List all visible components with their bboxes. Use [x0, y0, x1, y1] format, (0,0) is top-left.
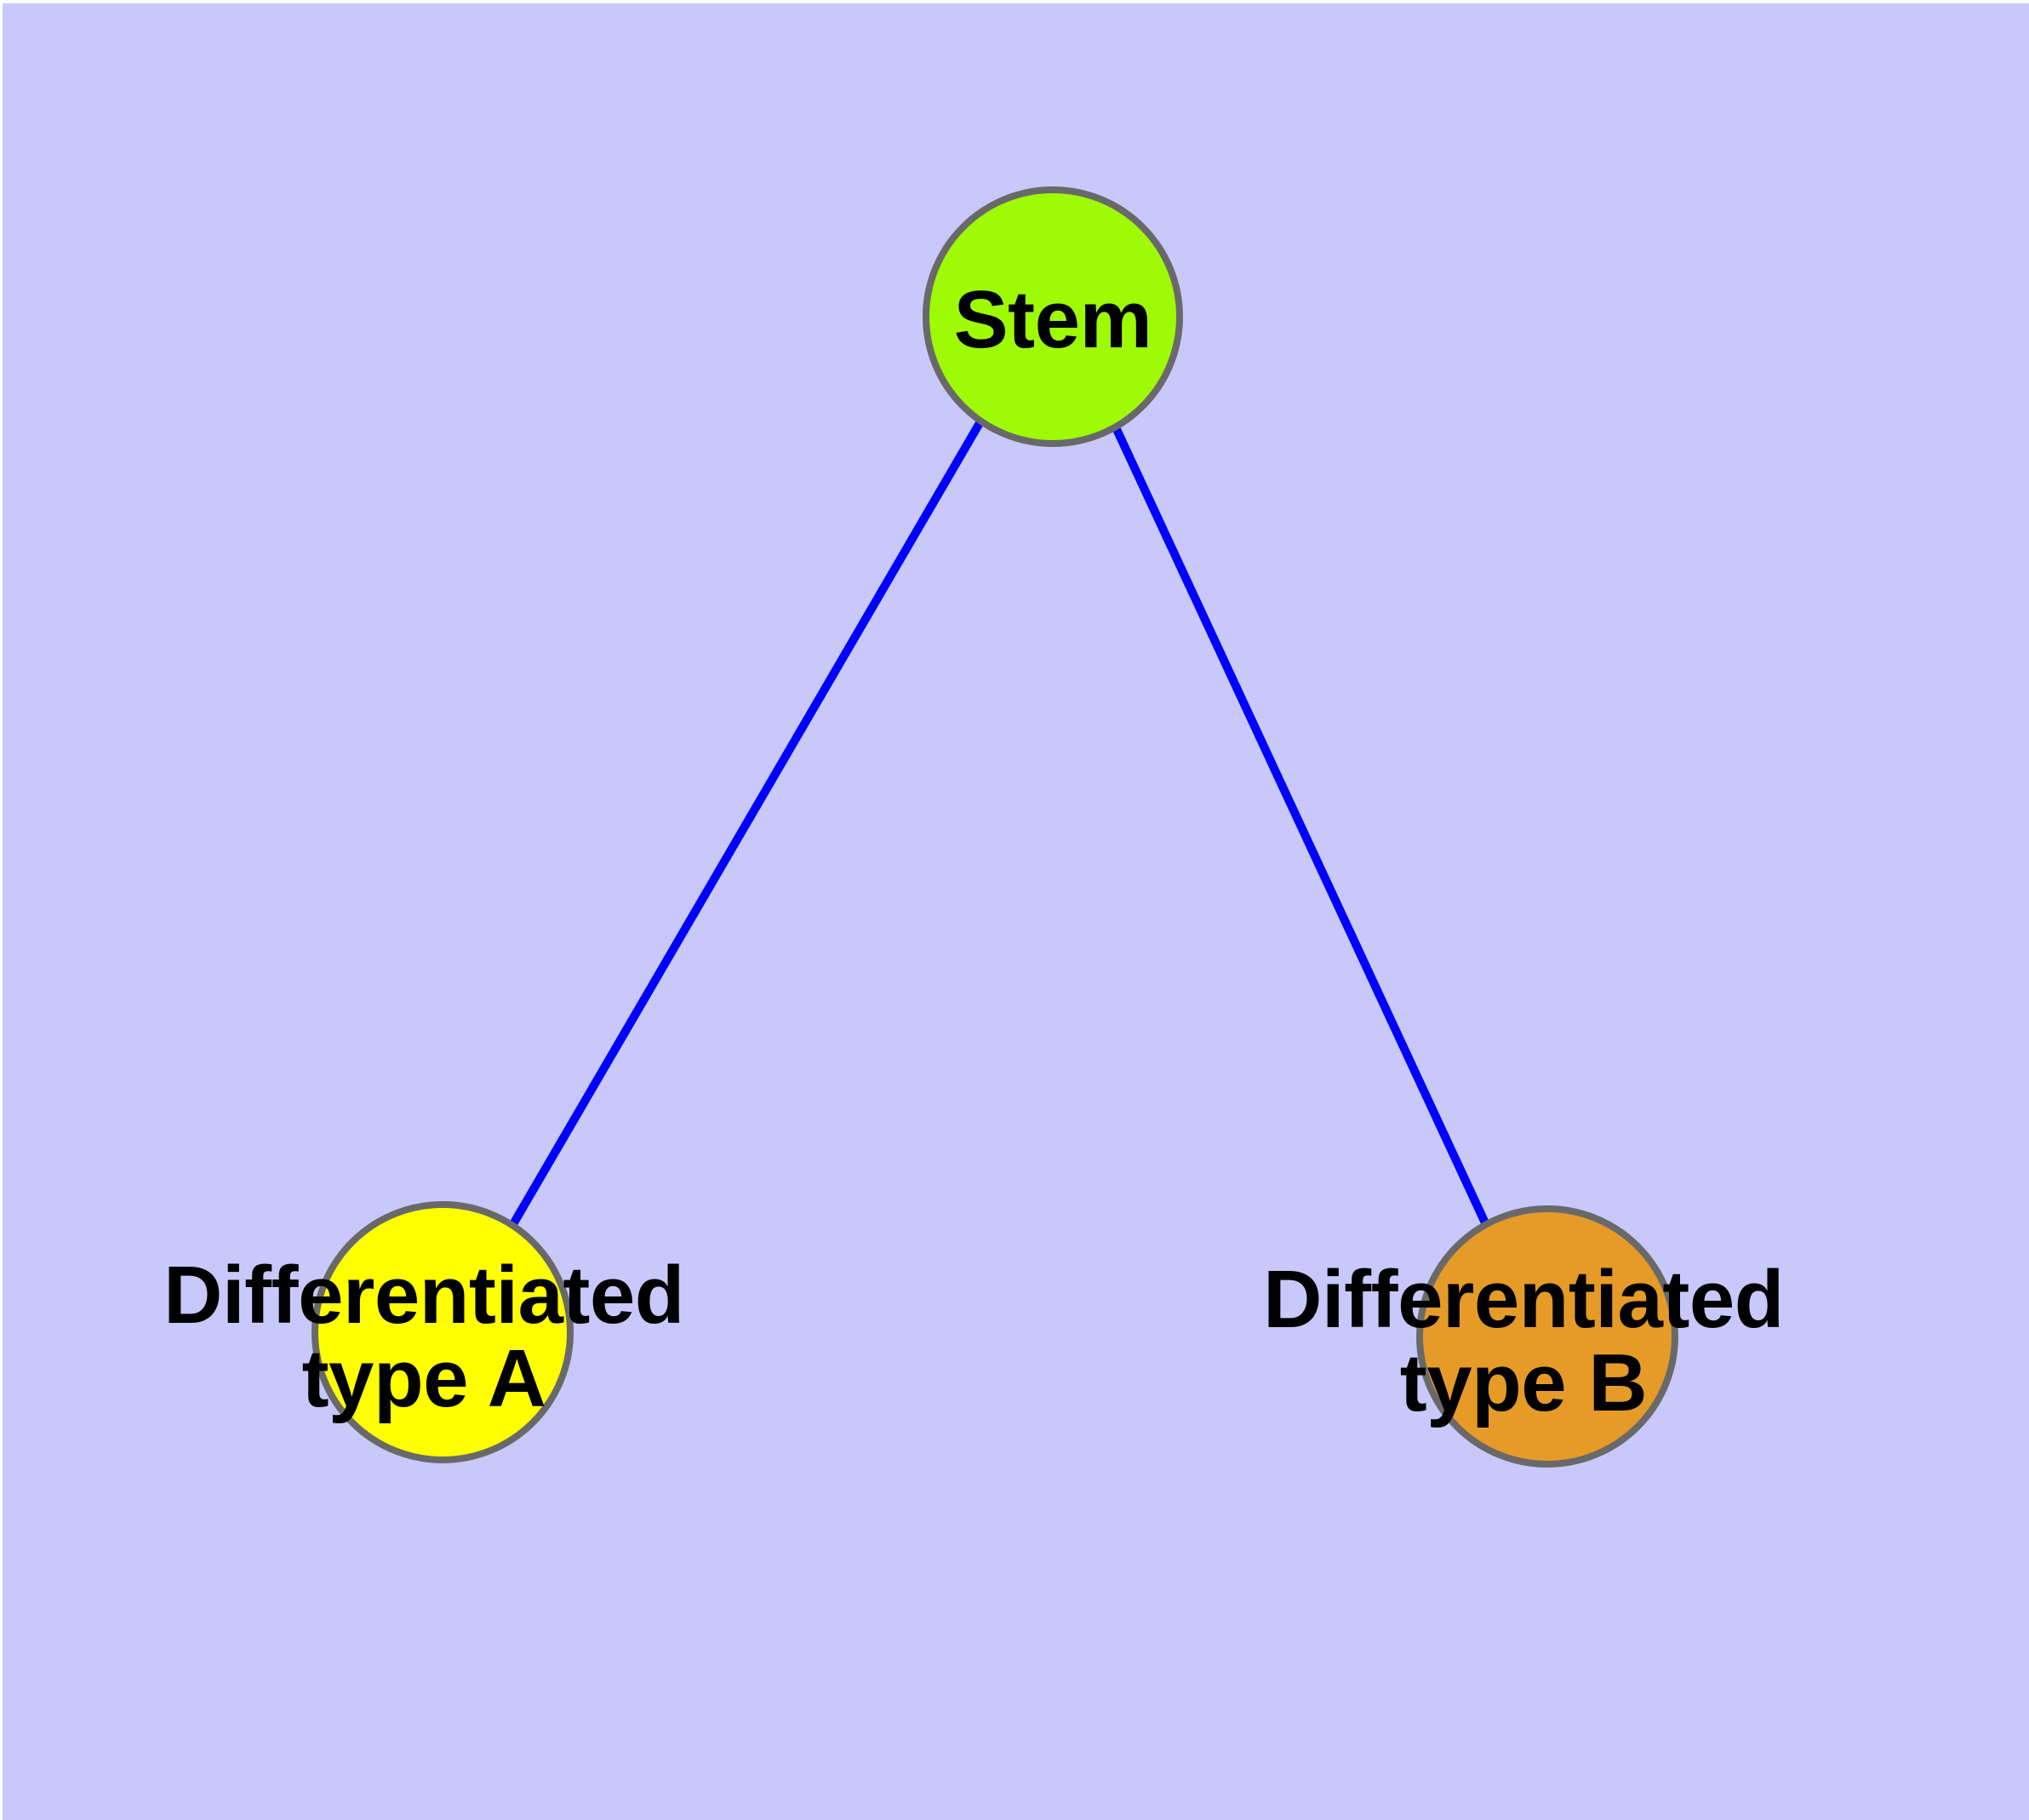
graph-node-stem[interactable]: Stem	[923, 186, 1183, 447]
node-label-line: type B	[1399, 1337, 1648, 1428]
node-label-line: Differentiated	[1263, 1254, 1784, 1346]
node-label-differentiated-type-a: Differentiated type A	[163, 1254, 684, 1421]
graph-node-differentiated-type-a[interactable]: Differentiated type A	[163, 1201, 684, 1463]
edge-stem-to-type-a	[509, 421, 984, 1227]
node-circle-differentiated-type-b	[1416, 1205, 1678, 1468]
graph-node-differentiated-type-b[interactable]: Differentiated type B	[1263, 1205, 1784, 1468]
edge-stem-to-type-b	[1111, 423, 1492, 1231]
node-circle-stem	[923, 186, 1183, 447]
node-label-differentiated-type-b: Differentiated type B	[1263, 1258, 1784, 1425]
node-label-line: Stem	[953, 274, 1152, 366]
node-label-stem: Stem	[954, 278, 1152, 362]
node-circle-differentiated-type-a	[311, 1201, 574, 1463]
node-label-line: Differentiated	[163, 1250, 684, 1342]
node-label-line: type A	[301, 1333, 546, 1424]
